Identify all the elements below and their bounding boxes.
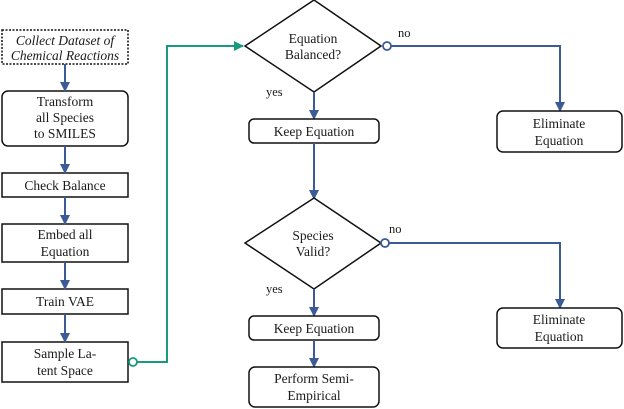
decision-species-valid: Species Valid? <box>243 197 383 290</box>
label-balanced-no: no <box>398 26 411 40</box>
decision-valid-line-2: Valid? <box>296 244 331 259</box>
node-perform-semi-empirical: Perform Semi- Empirical <box>248 366 380 408</box>
decision-balanced-line-2: Balanced? <box>285 47 341 62</box>
node-sample-latent: Sample La- tent Space <box>1 341 129 383</box>
node-eliminate-equation-1: Eliminate Equation <box>496 110 623 153</box>
node-perform-line-1: Perform Semi- <box>274 371 354 386</box>
node-embed-line-2: Equation <box>41 244 90 259</box>
decision-equation-balanced: Equation Balanced? <box>243 0 383 93</box>
node-elim2-line-2: Equation <box>535 329 584 344</box>
node-check-balance: Check Balance <box>1 172 129 198</box>
connector-no-dot-2 <box>380 238 390 248</box>
connector-start-dot <box>128 357 138 367</box>
node-collect-dataset: Collect Dataset of Chemical Reactions <box>1 29 129 65</box>
label-balanced-yes: yes <box>266 85 283 99</box>
arrow-balanced-no-to-eliminate <box>391 45 565 112</box>
node-transform-line-1: Transform <box>37 94 94 109</box>
node-keep1-label: Keep Equation <box>274 124 355 139</box>
arrow-valid-no-to-eliminate <box>389 242 565 309</box>
node-embed-line-1: Embed all <box>37 227 92 242</box>
node-check-label: Check Balance <box>24 178 105 193</box>
node-sample-line-1: Sample La- <box>34 346 97 361</box>
decision-valid-line-1: Species <box>292 228 333 243</box>
node-embed-equation: Embed all Equation <box>1 223 129 263</box>
node-transform-line-3: to SMILES <box>34 126 96 141</box>
decision-balanced-line-1: Equation <box>289 31 338 46</box>
node-collect-line-1: Collect Dataset of <box>16 33 116 48</box>
node-transform-line-2: all Species <box>36 110 94 125</box>
node-elim1-line-1: Eliminate <box>533 116 585 131</box>
label-valid-no: no <box>389 222 402 236</box>
node-collect-line-2: Chemical Reactions <box>11 48 119 63</box>
connector-no-dot-1 <box>382 41 392 51</box>
node-sample-line-2: tent Space <box>37 363 93 378</box>
node-eliminate-equation-2: Eliminate Equation <box>496 307 623 349</box>
node-keep2-label: Keep Equation <box>274 321 355 336</box>
node-elim2-line-1: Eliminate <box>533 312 585 327</box>
node-keep-equation-2: Keep Equation <box>248 315 380 341</box>
label-valid-yes: yes <box>266 282 283 296</box>
node-transform-smiles: Transform all Species to SMILES <box>1 90 129 147</box>
node-elim1-line-2: Equation <box>535 133 584 148</box>
node-train-vae: Train VAE <box>1 288 129 315</box>
arrow-sample-to-balanced <box>137 41 244 363</box>
node-train-label: Train VAE <box>36 294 94 309</box>
node-keep-equation-1: Keep Equation <box>248 118 380 144</box>
node-perform-line-2: Empirical <box>287 388 340 403</box>
